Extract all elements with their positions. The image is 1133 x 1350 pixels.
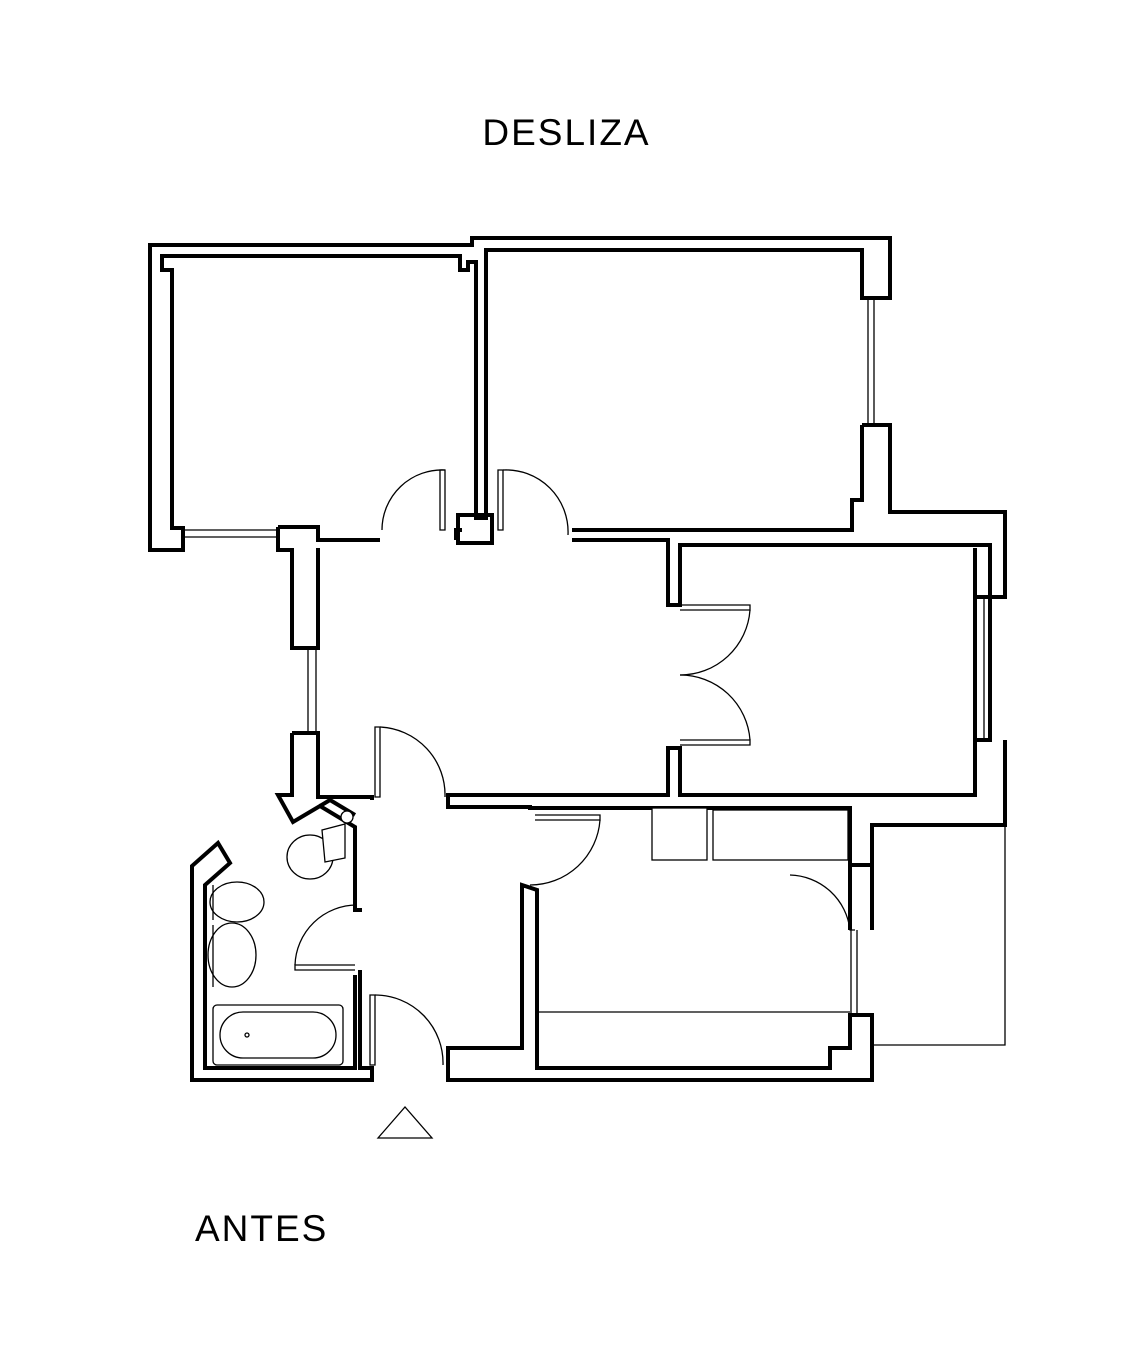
kitchen-cabinet — [651, 807, 708, 861]
wall-living-left — [292, 731, 374, 800]
column — [456, 513, 494, 545]
wall-top-right-room — [572, 423, 1007, 607]
bathroom-fixtures — [207, 810, 354, 1066]
slide-instruction-title: DESLIZA — [482, 112, 651, 153]
wall-kitchen-right — [848, 865, 874, 930]
doors — [294, 469, 855, 1066]
wall-living-right — [446, 548, 1007, 867]
kitchen-counter — [712, 809, 849, 861]
before-label: ANTES — [195, 1208, 329, 1249]
window — [183, 298, 1006, 1046]
wall-kitchen — [446, 882, 874, 1082]
wall-left-window-pier — [276, 527, 320, 650]
wall-top-left-room — [148, 236, 892, 552]
triangle-entrance-icon — [376, 1106, 434, 1139]
wall-top-right-room-inner — [572, 425, 864, 532]
wall-hall-top — [278, 525, 462, 542]
wall-bath-corner — [318, 797, 357, 817]
